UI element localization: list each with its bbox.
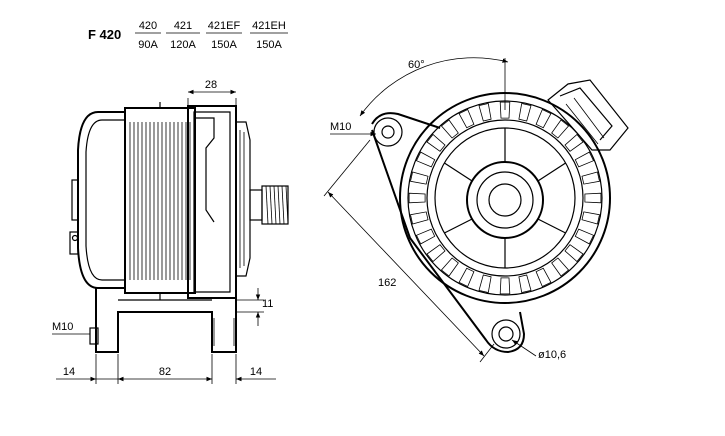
- hole-diameter-label: ø10,6: [538, 349, 566, 361]
- variant-current: 150A: [256, 39, 282, 51]
- dim-82-label: 82: [159, 366, 171, 378]
- variant-model: 421EF: [208, 20, 241, 32]
- side-view: 28 11 M10 14 82 14: [52, 79, 289, 384]
- dim-14-left-label: 14: [63, 366, 75, 378]
- model-title: F 420: [88, 27, 121, 42]
- variant-current: 150A: [211, 39, 237, 51]
- side-m10-label: M10: [52, 321, 73, 333]
- dim-14-right-label: 14: [250, 366, 262, 378]
- variant-model: 420: [139, 20, 157, 32]
- variant-current: 90A: [138, 39, 158, 51]
- variant-model: 421EH: [252, 20, 286, 32]
- dim-28-label: 28: [205, 79, 217, 91]
- dim-11-label: 11: [262, 298, 273, 310]
- dim-162-label: 162: [378, 277, 396, 289]
- model-table: F 420 420 90A 421 120A 421EF 150A 421EH …: [88, 20, 288, 51]
- angle-label: 60°: [408, 59, 425, 71]
- front-m10-label: M10: [330, 121, 351, 133]
- variant-current: 120A: [170, 39, 196, 51]
- front-view: 60° M10 162 ø10,6: [323, 57, 629, 363]
- variant-model: 421: [174, 20, 192, 32]
